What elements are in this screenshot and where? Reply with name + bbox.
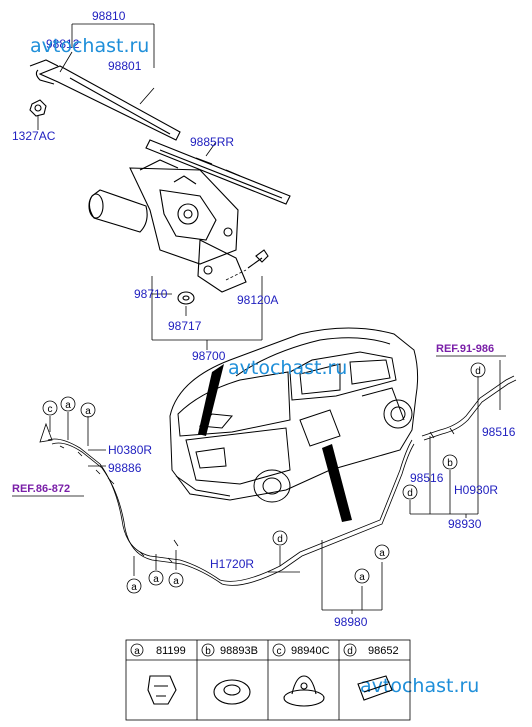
label-98710: 98710 (134, 287, 168, 301)
callout-d-right2: d (402, 484, 418, 500)
label-h0930r: H0930R (454, 483, 498, 497)
watermark-bottom: avtochast.ru (360, 675, 479, 697)
callouts: c a a a a a d a a d b d (42, 362, 486, 594)
svg-text:d: d (475, 366, 481, 377)
svg-text:98940C: 98940C (291, 645, 330, 657)
callout-a-bottom2: a (148, 570, 164, 586)
label-98930: 98930 (448, 517, 482, 531)
svg-text:d: d (277, 534, 283, 545)
leader-lines (37, 23, 263, 350)
svg-text:a: a (153, 574, 159, 585)
nut-1327ac (29, 99, 47, 117)
watermark-middle: avtochast.ru (228, 357, 347, 379)
legend-cell-a: a 81199 (130, 643, 186, 705)
label-1327ac: 1327AC (12, 129, 56, 143)
wiper-arm (29, 59, 181, 141)
part-labels: 98810 98812 98801 1327AC 9885RR 98710 98… (12, 9, 516, 629)
legend-table: a 81199 b 98893B c 98940C d 98652 (125, 639, 411, 721)
watermark-top: avtochast.ru (30, 35, 149, 57)
svg-text:a: a (134, 646, 140, 657)
leader-lines-lower (12, 355, 506, 614)
callout-a-right2: a (374, 544, 390, 560)
car-rear-view (169, 327, 419, 503)
bolt-98120a (225, 249, 269, 281)
label-h0380r: H0380R (108, 443, 152, 457)
washer-hose-front (47, 438, 415, 586)
svg-text:98652: 98652 (368, 645, 399, 657)
label-h1720r: H1720R (210, 557, 254, 571)
ref-left: REF.86-872 (12, 483, 70, 495)
nozzle-left (39, 422, 53, 443)
svg-text:b: b (205, 646, 211, 657)
svg-text:c: c (48, 404, 53, 415)
svg-text:d: d (347, 646, 353, 657)
svg-text:a: a (173, 576, 179, 587)
label-98801: 98801 (108, 59, 142, 73)
callout-c-left: c (42, 400, 58, 416)
callout-a-left2: a (80, 402, 96, 418)
svg-text:d: d (407, 488, 413, 499)
legend-cell-c: c 98940C (272, 643, 330, 707)
ref-right: REF.91-986 (436, 343, 494, 355)
pointer-to-motor (198, 364, 224, 436)
svg-text:a: a (131, 582, 137, 593)
svg-text:a: a (379, 548, 385, 559)
callout-a-bottom3: a (168, 572, 184, 588)
svg-text:a: a (85, 406, 91, 417)
hose-right (421, 375, 517, 441)
pointer-to-hose (322, 444, 352, 522)
svg-text:98893B: 98893B (220, 645, 258, 657)
label-98700: 98700 (192, 349, 226, 363)
callout-b-right: b (442, 454, 458, 470)
watermarks: avtochast.ru avtochast.ru avtochast.ru (30, 35, 479, 697)
wiper-blade (145, 139, 291, 205)
label-98812: 98812 (46, 37, 80, 51)
legend-cell-d: d 98652 (343, 643, 399, 701)
svg-text:81199: 81199 (156, 645, 186, 657)
label-98120a: 98120A (237, 293, 278, 307)
label-98516-right: 98516 (482, 425, 516, 439)
wiper-motor (88, 159, 247, 293)
svg-text:a: a (359, 572, 365, 583)
callout-a-bottom1: a (126, 578, 142, 594)
svg-text:c: c (277, 646, 282, 657)
label-9885rr: 9885RR (190, 135, 234, 149)
callout-a-left1: a (60, 396, 76, 412)
label-98516-left: 98516 (410, 471, 444, 485)
label-98810: 98810 (92, 9, 126, 23)
svg-text:a: a (65, 400, 71, 411)
label-98980: 98980 (334, 615, 368, 629)
callout-d-right: d (470, 362, 486, 378)
label-98717: 98717 (168, 319, 202, 333)
grommet-98717 (177, 291, 195, 305)
legend-cell-b: b 98893B (201, 643, 258, 705)
svg-text:b: b (447, 458, 453, 469)
label-98886: 98886 (108, 461, 142, 475)
callout-d-mid: d (272, 530, 288, 546)
callout-a-right1: a (354, 568, 370, 584)
